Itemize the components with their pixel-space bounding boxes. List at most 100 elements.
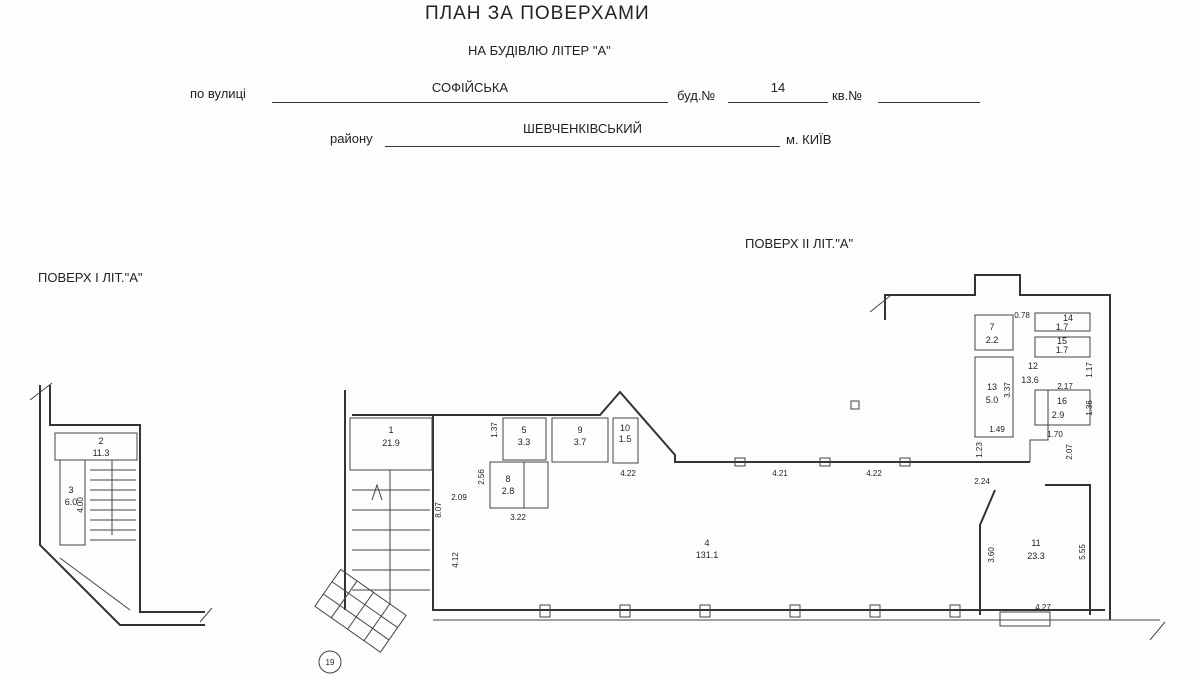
plan-line bbox=[949, 604, 961, 618]
room-number: 2 bbox=[98, 436, 103, 446]
wall bbox=[49, 385, 205, 613]
room-14-outline bbox=[1034, 312, 1091, 332]
plan-line bbox=[899, 457, 911, 467]
floor1-label: ПОВЕРХ I ЛІТ."А" bbox=[38, 270, 143, 285]
building-label: буд.№ bbox=[677, 88, 716, 103]
room-number: 4 bbox=[704, 538, 709, 548]
room-8-outline bbox=[489, 461, 549, 509]
dimension: 2.07 bbox=[1065, 444, 1074, 460]
room-area: 131.1 bbox=[696, 550, 719, 560]
wall bbox=[39, 385, 205, 626]
plan-line bbox=[330, 580, 358, 619]
dimension: 1.49 bbox=[989, 425, 1005, 434]
dimension: 1.37 bbox=[490, 422, 499, 438]
room-13-outline bbox=[974, 356, 1014, 438]
entrance-stair bbox=[314, 568, 407, 653]
plan-line bbox=[619, 604, 631, 618]
stair-flight bbox=[352, 470, 430, 605]
room-number: 11 bbox=[1031, 538, 1040, 548]
room-area: 2.9 bbox=[1052, 410, 1065, 420]
room-area: 1.5 bbox=[619, 434, 632, 444]
room-area: 2.2 bbox=[986, 335, 999, 345]
dimension: 1.17 bbox=[1085, 362, 1094, 378]
room-area: 21.9 bbox=[382, 438, 400, 448]
plan-line bbox=[999, 611, 1051, 627]
street-field: СОФІЙСЬКА bbox=[272, 80, 668, 103]
wall bbox=[432, 415, 1105, 611]
room-number: 8 bbox=[505, 474, 510, 484]
room-3-outline bbox=[59, 459, 86, 546]
room-number: 10 bbox=[620, 423, 630, 433]
room-number: 3 bbox=[68, 485, 73, 495]
document-subtitle: НА БУДІВЛЮ ЛІТЕР "А" bbox=[468, 43, 611, 58]
dimension: 3.22 bbox=[510, 513, 526, 522]
room-number: 1 bbox=[388, 425, 393, 435]
break-mark bbox=[199, 607, 213, 623]
plan-line bbox=[371, 483, 383, 501]
dimension: 4.22 bbox=[866, 469, 882, 478]
document-title: ПЛАН ЗА ПОВЕРХАМИ bbox=[425, 3, 650, 24]
floor1-plan bbox=[29, 382, 213, 626]
column-marker bbox=[850, 400, 860, 410]
room-1-outline bbox=[349, 417, 433, 471]
dimension: 0.78 bbox=[1014, 311, 1030, 320]
dimension: 4.00 bbox=[76, 497, 85, 513]
room-area: 3.3 bbox=[518, 437, 531, 447]
window-marks bbox=[539, 457, 1051, 627]
room-area: 13.6 bbox=[1021, 375, 1039, 385]
room-number: 7 bbox=[989, 322, 994, 332]
dimension: 3.37 bbox=[1003, 382, 1012, 398]
stair-flight bbox=[90, 460, 136, 541]
room-area: 6.0 bbox=[65, 497, 78, 507]
district-field: ШЕВЧЕНКІВСЬКИЙ bbox=[385, 120, 780, 147]
wall bbox=[1029, 390, 1049, 462]
dimension: 3.60 bbox=[987, 547, 996, 563]
room-7-outline bbox=[974, 314, 1014, 351]
plan-line bbox=[819, 457, 831, 467]
wall bbox=[352, 390, 1030, 463]
dimension: 2.56 bbox=[477, 469, 486, 485]
entrance-marker bbox=[318, 650, 342, 674]
entrance-number: 19 bbox=[326, 658, 335, 667]
break-mark bbox=[869, 295, 891, 313]
plan-line bbox=[699, 604, 711, 618]
plan-line bbox=[347, 592, 374, 630]
dimension: 1.23 bbox=[975, 442, 984, 458]
dimension: 5.55 bbox=[1078, 544, 1087, 560]
room-area: 3.7 bbox=[574, 437, 587, 447]
district-label: району bbox=[330, 131, 373, 146]
dimension: 4.12 bbox=[451, 552, 460, 568]
dimension: 1.36 bbox=[1085, 400, 1094, 416]
break-mark bbox=[29, 382, 53, 401]
wc-cubicles bbox=[523, 461, 549, 509]
floor2-plan bbox=[314, 274, 1166, 674]
plan-line bbox=[539, 604, 551, 618]
plan-line: 211.3 36.0 121.9 53.3 93.7 101.5 82.8 41… bbox=[65, 313, 1073, 667]
plan-line bbox=[363, 603, 391, 642]
apartment-label: кв.№ bbox=[832, 88, 863, 103]
room-number: 5 bbox=[521, 425, 526, 435]
plan-line bbox=[734, 457, 746, 467]
room-number: 9 bbox=[577, 425, 582, 435]
room-area: 11.3 bbox=[93, 448, 110, 458]
dimension: 4.21 bbox=[772, 469, 788, 478]
apartment-field bbox=[878, 80, 980, 103]
dimension: 2.17 bbox=[1057, 382, 1073, 391]
break-mark bbox=[1149, 621, 1166, 641]
dimension: 1.70 bbox=[1047, 430, 1063, 439]
city-label: м. КИЇВ bbox=[786, 132, 832, 147]
room-9-outline bbox=[551, 417, 609, 463]
plan-line bbox=[789, 604, 801, 618]
room-number: 13 bbox=[987, 382, 997, 392]
dimension: 2.09 bbox=[451, 493, 467, 502]
room-number: 12 bbox=[1028, 361, 1038, 371]
building-field: 14 bbox=[728, 80, 828, 103]
room-10-outline bbox=[612, 417, 639, 464]
room-number: 16 bbox=[1057, 396, 1067, 406]
room-number: 14 bbox=[1063, 313, 1073, 323]
room-5-outline bbox=[502, 417, 547, 461]
dimension: 2.24 bbox=[974, 477, 990, 486]
dimension: 4.22 bbox=[620, 469, 636, 478]
room-area: 1.7 bbox=[1056, 322, 1069, 332]
